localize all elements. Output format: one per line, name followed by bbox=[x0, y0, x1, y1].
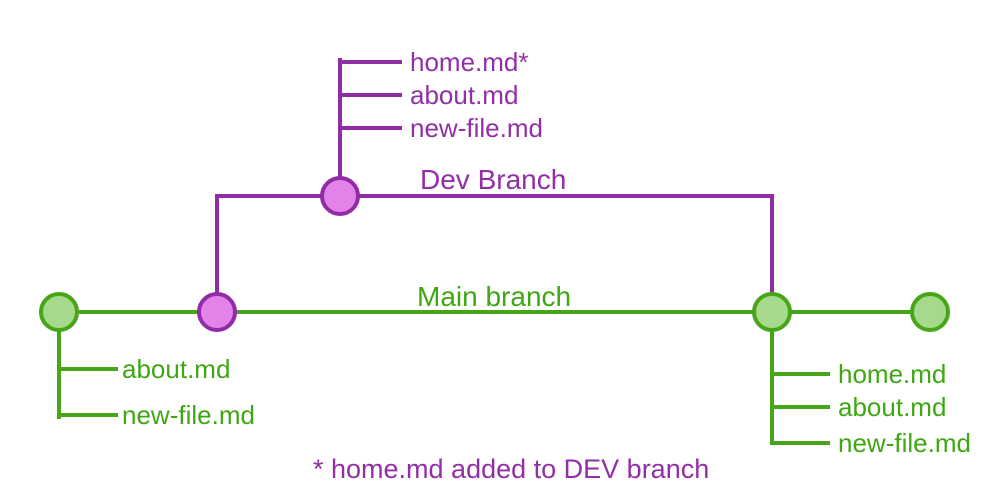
dev-branch-line bbox=[215, 194, 774, 198]
left-file-tick-1 bbox=[59, 367, 118, 371]
main-initial-commit-node bbox=[39, 292, 79, 332]
dev-file-label-about: about.md bbox=[410, 80, 519, 110]
main-branch-label: Main branch bbox=[417, 281, 572, 312]
dev-files-stem-line bbox=[338, 58, 342, 180]
right-file-label-home: home.md bbox=[838, 359, 947, 389]
dev-file-label-newfile: new-file.md bbox=[410, 113, 543, 143]
left-files-stem-line bbox=[57, 330, 61, 419]
right-file-tick-2 bbox=[772, 405, 830, 409]
dev-branch-label: Dev Branch bbox=[420, 164, 567, 195]
merge-commit-node bbox=[752, 292, 792, 332]
footnote-text: * home.md added to DEV branch bbox=[313, 454, 710, 484]
dev-file-tick-1 bbox=[340, 60, 402, 64]
left-file-label-newfile: new-file.md bbox=[122, 400, 255, 430]
dev-commit-node bbox=[320, 176, 360, 216]
right-file-label-newfile: new-file.md bbox=[838, 428, 971, 458]
main-latest-commit-node bbox=[910, 292, 950, 332]
dev-file-label-home: home.md* bbox=[410, 47, 529, 77]
main-branch-line bbox=[57, 310, 932, 314]
dev-file-tick-3 bbox=[340, 126, 402, 130]
right-file-label-about: about.md bbox=[838, 392, 947, 422]
branch-point-node bbox=[197, 292, 237, 332]
dev-branch-merge-line bbox=[770, 194, 774, 296]
left-file-tick-2 bbox=[59, 413, 118, 417]
right-file-tick-3 bbox=[772, 441, 830, 445]
dev-branch-fork-line bbox=[215, 194, 219, 312]
dev-file-tick-2 bbox=[340, 93, 402, 97]
right-files-stem-line bbox=[770, 330, 774, 445]
right-file-tick-1 bbox=[772, 372, 830, 376]
left-file-label-about: about.md bbox=[122, 354, 231, 384]
